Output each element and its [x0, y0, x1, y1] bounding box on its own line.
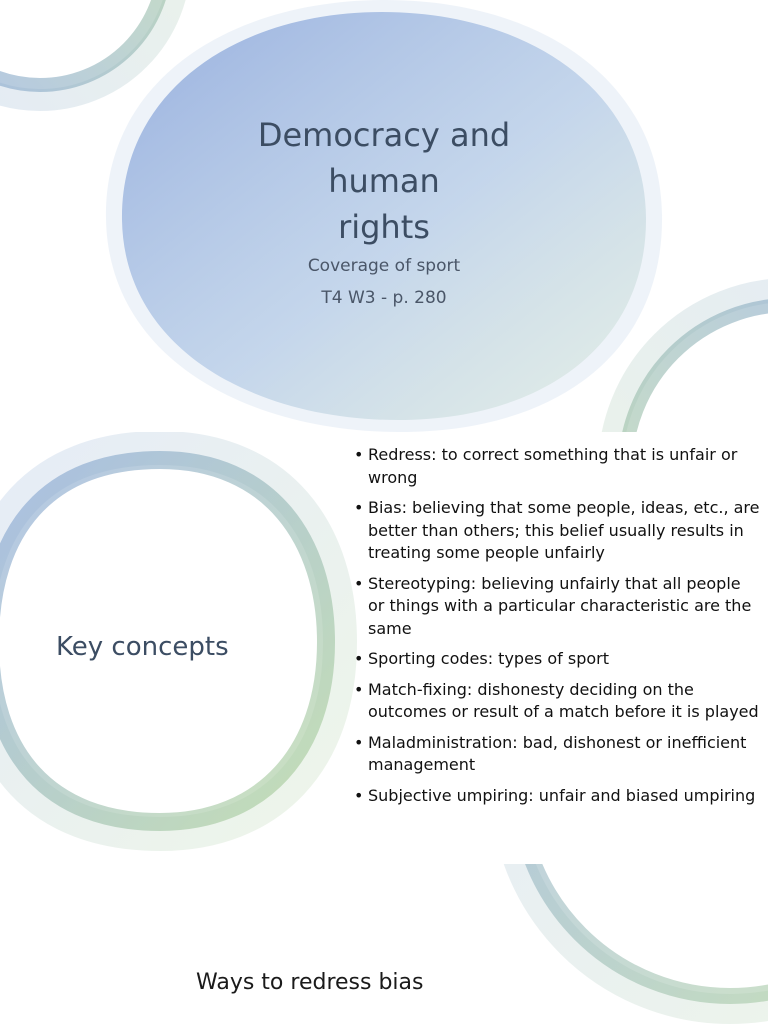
title-line: Democracy and [257, 116, 511, 154]
cut-off-text: Sport coverage should include fair [178, 1016, 578, 1024]
title-line: rights [338, 208, 430, 246]
slide-heading: Ways to redress bias [196, 970, 424, 995]
title-slide: Democracy and human rights Coverage of s… [0, 0, 768, 432]
list-item: Bias: believing that some people, ideas,… [352, 497, 760, 565]
presentation-subtitle: Coverage of sport [307, 256, 461, 276]
concept-list: Redress: to correct something that is un… [352, 444, 760, 815]
list-item: Maladministration: bad, dishonest or ine… [352, 732, 760, 777]
slide-heading: Key concepts [56, 632, 229, 662]
decorative-circles [0, 0, 768, 432]
redress-slide: Ways to redress bias Sport coverage shou… [0, 864, 768, 1024]
presentation-title: Democracy and human rights [214, 112, 554, 250]
page-reference: T4 W3 - p. 280 [321, 288, 447, 308]
title-line: human [328, 162, 440, 200]
decorative-ring [0, 432, 358, 852]
corner-ring-top-left [0, 0, 186, 111]
list-item: Subjective umpiring: unfair and biased u… [352, 785, 760, 808]
list-item: Redress: to correct something that is un… [352, 444, 760, 489]
background-blob [105, 0, 663, 432]
key-concepts-slide: Key concepts Redress: to correct somethi… [0, 432, 768, 864]
list-item: Stereotyping: believing unfairly that al… [352, 573, 760, 641]
decorative-ring [503, 864, 768, 1024]
corner-ring-bottom-right [503, 864, 768, 1024]
list-item: Sporting codes: types of sport [352, 648, 760, 671]
large-ring [0, 432, 358, 852]
list-item: Match-fixing: dishonesty deciding on the… [352, 679, 760, 724]
